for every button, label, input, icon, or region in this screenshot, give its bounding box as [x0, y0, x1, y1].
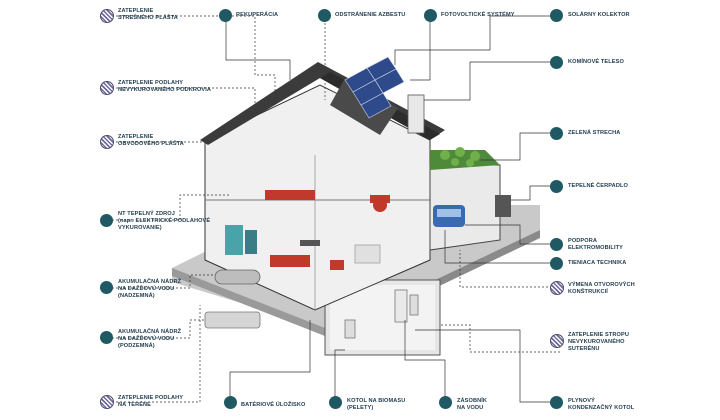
label-nt-tepelny-zdroj: NT TEPELNÝ ZDROJ (napr. ELEKTRICKÉ PODLA…: [118, 211, 210, 232]
node-dot-icon: [424, 9, 437, 22]
label-line: ZATEPLENIE STROPU: [568, 332, 629, 338]
label-line: PLYNOVÝ: [568, 398, 595, 404]
label-line: TIENIACA TECHNIKA: [568, 260, 627, 266]
node-hatched-icon: [100, 9, 114, 23]
node-dot-icon: [550, 180, 563, 193]
label-line: (PODZEMNÁ): [118, 343, 155, 349]
label-line: NEVYKUROVANÉHO PODKROVIA: [118, 87, 212, 93]
label-plynovy-kotol: PLYNOVÝ KONDENZAČNÝ KOTOL: [568, 398, 634, 412]
label-line: KOMÍNOVÉ TELESO: [568, 59, 624, 65]
node-hatched-icon: [100, 395, 114, 409]
label-rekuperacia: REKUPERÁCIA: [236, 12, 278, 19]
label-line: NEVYKUROVANÉHO: [568, 339, 625, 345]
label-podpora-elektromobility: PODPORA ELEKTROMOBILITY: [568, 238, 623, 252]
label-kotol-na-biomasu: KOTOL NA BIOMASU (PELETY): [347, 398, 405, 412]
node-dot-icon: [100, 331, 113, 344]
label-line: FOTOVOLTICKÉ SYSTÉMY: [441, 12, 515, 18]
label-line: KOTOL NA BIOMASU: [347, 398, 406, 404]
label-akumulacna-podzemna: AKUMULAČNÁ NÁDRŽ NA DAŽĎOVÚ VODU (PODZEM…: [118, 329, 181, 350]
label-line: AKUMULAČNÁ NÁDRŽ: [118, 329, 182, 335]
label-line: SUTERÉNU: [568, 346, 600, 352]
label-zateplenie-stropu: ZATEPLENIE STROPU NEVYKUROVANÉHO SUTERÉN…: [568, 332, 629, 353]
label-line: AKUMULAČNÁ NÁDRŽ: [118, 279, 182, 285]
label-akumulacna-nadzemna: AKUMULAČNÁ NÁDRŽ NA DAŽĎOVÚ VODU (NADZEM…: [118, 279, 181, 300]
label-line: VYKUROVANIE): [118, 225, 162, 231]
label-zateplenie-strecheho: ZATEPLENIE STREŠNÉHO PLÁŠTA: [118, 8, 178, 22]
label-line: REKUPERÁCIA: [236, 12, 279, 18]
node-dot-icon: [550, 127, 563, 140]
label-line: ZATEPLENIE: [118, 8, 154, 14]
label-line: ZATEPLENIE: [118, 134, 154, 140]
label-tieniaca-technika: TIENIACA TECHNIKA: [568, 260, 626, 267]
label-line: KONDENZAČNÝ KOTOL: [568, 405, 635, 411]
node-dot-icon: [318, 9, 331, 22]
node-dot-icon: [100, 214, 113, 227]
label-line: VÝMENA OTVOROVÝCH: [568, 282, 635, 288]
node-hatched-icon: [100, 135, 114, 149]
label-line: ZÁSOBNÍK: [457, 398, 488, 404]
node-dot-icon: [329, 396, 342, 409]
node-hatched-icon: [100, 81, 114, 95]
label-solarny-kolektor: SOLÁRNY KOLEKTOR: [568, 12, 630, 19]
label-zateplenie-podlahy-nevyk: ZATEPLENIE PODLAHY NEVYKUROVANÉHO PODKRO…: [118, 80, 211, 94]
node-dot-icon: [439, 396, 452, 409]
label-line: ELEKTROMOBILITY: [568, 245, 623, 251]
node-dot-icon: [550, 56, 563, 69]
label-zelena-strecha: ZELENÁ STRECHA: [568, 130, 620, 137]
label-zateplenie-obvodoveho: ZATEPLENIE OBVODOVÉHO PLÁŠTA: [118, 134, 184, 148]
label-line: NT TEPELNÝ ZDROJ: [118, 211, 175, 217]
label-line: NA DAŽĎOVÚ VODU: [118, 286, 175, 292]
node-dot-icon: [550, 238, 563, 251]
label-line: (napr. ELEKTRICKÉ PODLAHOVÉ: [118, 218, 211, 224]
label-line: (NADZEMNÁ): [118, 293, 155, 299]
label-line: BATÉRIOVÉ ÚLOŽISKO: [241, 402, 306, 408]
label-line: NA VODU: [457, 405, 484, 411]
node-hatched-icon: [550, 334, 564, 348]
label-line: TEPELNÉ ČERPADLO: [568, 183, 628, 189]
label-zasobnik-na-vodu: ZÁSOBNÍK NA VODU: [457, 398, 487, 412]
label-zateplenie-podlahy-terene: ZATEPLENIE PODLAHY NA TERÉNE: [118, 395, 183, 409]
label-vymena-otvorovych: VÝMENA OTVOROVÝCH KONŠTRUKCIÍ: [568, 282, 635, 296]
node-dot-icon: [550, 9, 563, 22]
node-dot-icon: [550, 257, 563, 270]
label-kominove-teleso: KOMÍNOVÉ TELESO: [568, 59, 624, 66]
node-dot-icon: [219, 9, 232, 22]
label-odstranenie-azbestu: ODSTRÁNENIE AZBESTU: [335, 12, 405, 19]
label-line: STREŠNÉHO PLÁŠTA: [118, 15, 178, 21]
label-line: (PELETY): [347, 405, 374, 411]
label-line: ZATEPLENIE PODLAHY: [118, 395, 184, 401]
label-baterkove-ulozisko: BATÉRIOVÉ ÚLOŽISKO: [241, 402, 305, 409]
label-line: ODSTRÁNENIE AZBESTU: [335, 12, 406, 18]
label-line: NA DAŽĎOVÚ VODU: [118, 336, 175, 342]
label-line: SOLÁRNY KOLEKTOR: [568, 12, 630, 18]
node-hatched-icon: [550, 281, 564, 295]
label-line: ZATEPLENIE PODLAHY: [118, 80, 184, 86]
label-line: PODPORA: [568, 238, 597, 244]
node-dot-icon: [100, 281, 113, 294]
label-fotovoltaicke: FOTOVOLTICKÉ SYSTÉMY: [441, 12, 515, 19]
label-line: ZELENÁ STRECHA: [568, 130, 621, 136]
label-line: OBVODOVÉHO PLÁŠTA: [118, 141, 184, 147]
node-dot-icon: [224, 396, 237, 409]
label-tepelne-cerpadlo: TEPELNÉ ČERPADLO: [568, 183, 628, 190]
label-line: NA TERÉNE: [118, 402, 152, 408]
label-line: KONŠTRUKCIÍ: [568, 289, 608, 295]
node-dot-icon: [550, 396, 563, 409]
